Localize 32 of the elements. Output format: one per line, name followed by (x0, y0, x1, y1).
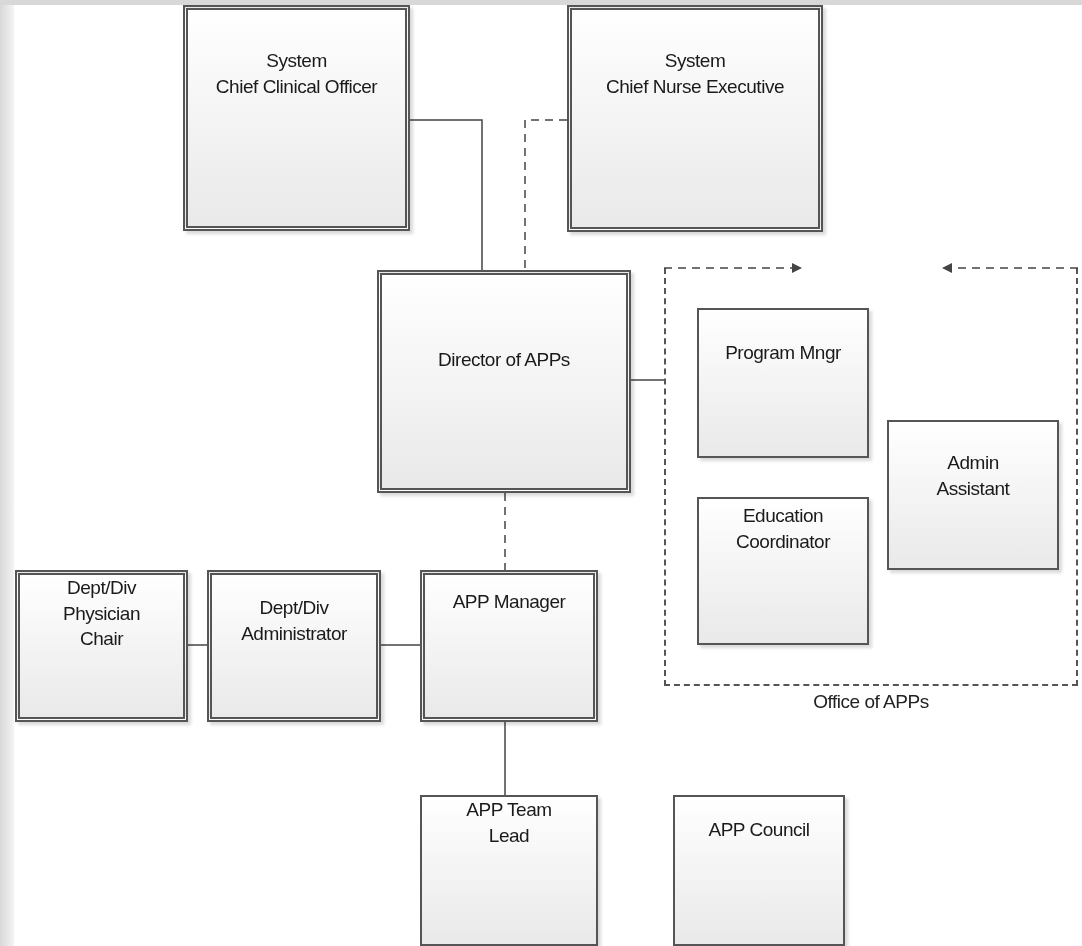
org-box (697, 308, 869, 458)
role-title: System (266, 49, 327, 73)
connector-line (380, 644, 421, 646)
org-box (207, 570, 381, 722)
org-box (567, 5, 823, 232)
group-label: Office of APPs (812, 690, 930, 714)
role-title: System (664, 49, 726, 73)
role-title: APP Team Lead (465, 798, 553, 848)
role-title: Chief Clinical Officer (215, 74, 378, 99)
org-box (697, 497, 869, 645)
role-title: Chief Nurse Executive (606, 74, 784, 99)
role-title: Dept/Div Physician Chair (61, 576, 141, 652)
connector-line (504, 721, 506, 796)
org-box (420, 570, 598, 722)
role-title: Education Coordinator (734, 504, 832, 554)
role-title: Admin Assistant (935, 451, 1011, 501)
role-title: Program Mngr (725, 341, 841, 365)
connector-line (409, 119, 483, 271)
connector-line (524, 119, 568, 271)
connector-line (630, 379, 665, 381)
connector-line (504, 492, 506, 571)
org-box (887, 420, 1059, 570)
org-box (673, 795, 845, 946)
org-box (420, 795, 598, 946)
org-box (15, 570, 188, 722)
role-title: Dept/Div Administrator (240, 596, 348, 646)
role-title: APP Manager (452, 590, 566, 614)
role-title: Director of APPs (438, 348, 570, 372)
connector-line (187, 644, 208, 646)
org-box (183, 5, 410, 231)
role-title: APP Council (708, 818, 810, 842)
org-box (377, 270, 631, 493)
